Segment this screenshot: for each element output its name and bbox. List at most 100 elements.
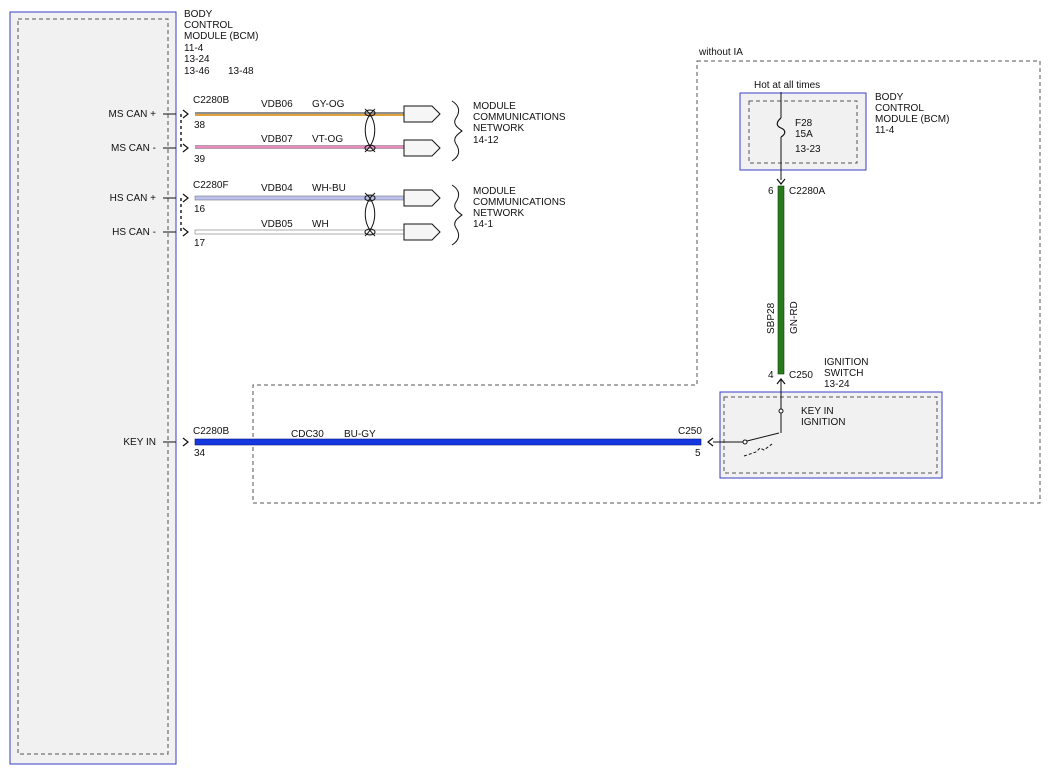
ms-can-minus-connector-end [403,139,441,157]
pin-5: 5 [695,448,701,459]
wire-cdc30 [194,438,702,446]
svg-text:11-4: 11-4 [184,43,204,54]
ms-network-brace [451,100,463,162]
pin-label-key-in: KEY IN [123,437,156,448]
pin-38: 38 [194,120,206,131]
pin-label-ms-can-plus: MS CAN + [108,109,156,120]
hs-can-twist [364,192,376,237]
pin-label-hs-can-plus: HS CAN + [110,193,157,204]
svg-text:BODY: BODY [184,9,213,20]
svg-text:COMMUNICATIONS: COMMUNICATIONS [473,197,566,208]
connector-c250-left: C250 [678,426,702,437]
pin-6: 6 [768,186,774,197]
pin-label-ms-can-minus: MS CAN - [111,143,156,154]
switch-actuator [743,443,773,457]
circuit-cdc30: CDC30 [291,429,324,440]
svg-text:14-1: 14-1 [473,219,493,230]
pin-4: 4 [768,370,774,381]
fuse-ref: 13-23 [795,144,821,155]
pin-39: 39 [194,154,206,165]
svg-text:MODULE (BCM): MODULE (BCM) [184,31,258,42]
color-vt-og: VT-OG [312,134,343,145]
svg-text:13-48: 13-48 [228,66,254,77]
pin-34: 34 [194,448,206,459]
svg-text:BODY: BODY [875,92,904,103]
svg-text:13-46: 13-46 [184,66,210,77]
circuit-vdb04: VDB04 [261,183,293,194]
key-in-ignition-label: KEY IN IGNITION [801,406,845,428]
pin-label-hs-can-minus: HS CAN - [112,227,156,238]
hs-network-label: MODULE COMMUNICATIONS NETWORK 14-1 [473,186,566,230]
svg-text:SWITCH: SWITCH [824,368,863,379]
svg-text:COMMUNICATIONS: COMMUNICATIONS [473,112,566,123]
fuse-icon [776,117,786,138]
wire-vdb07 [195,145,404,149]
svg-text:NETWORK: NETWORK [473,208,524,219]
connector-c2280b-ms: C2280B [193,95,229,106]
bcm-right-module [739,92,867,171]
connector-arrow-17 [182,227,189,237]
color-gy-og: GY-OG [312,99,345,110]
svg-text:MODULE: MODULE [473,101,516,112]
ignition-switch-module [719,391,943,479]
switch-contact-left [742,439,748,445]
color-gn-rd: GN-RD [789,301,800,334]
svg-text:MODULE (BCM): MODULE (BCM) [875,114,949,125]
svg-text:14-12: 14-12 [473,135,499,146]
connector-arrow-c250 [707,437,714,447]
ignition-switch-inner-dashed [723,396,938,474]
without-ia-label: without IA [698,47,743,58]
circuit-sbp28: SBP28 [766,302,777,334]
fuse-rating: 15A [795,129,813,140]
wire-vdb04 [194,195,405,201]
ms-can-plus-connector-end [403,105,441,123]
fuse-name: F28 [795,118,813,129]
connector-arrow-c250-ignition [776,378,786,385]
bcm-right-title: BODY CONTROL MODULE (BCM) 11-4 [875,92,949,136]
hs-network-brace [451,184,463,246]
svg-text:IGNITION: IGNITION [801,417,845,428]
hot-at-all-times: Hot at all times [754,80,820,91]
bcm-right-inner-dashed [748,100,858,164]
color-bu-gy: BU-GY [344,429,376,440]
ms-network-label: MODULE COMMUNICATIONS NETWORK 14-12 [473,101,566,146]
switch-blade [746,432,780,442]
connector-arrow-38 [182,109,189,119]
connector-c2280a: C2280A [789,186,825,197]
wire-vdb06 [195,112,404,116]
connector-arrow-16 [182,193,189,203]
pin-17: 17 [194,238,206,249]
svg-text:IGNITION: IGNITION [824,357,868,368]
connector-c2280f: C2280F [193,180,229,191]
connector-c2280b-key: C2280B [193,426,229,437]
color-wh-bu: WH-BU [312,183,346,194]
without-ia-region [252,60,1041,504]
bcm-left-module [9,11,177,765]
wire-sbp28 [777,185,785,375]
connector-arrow-c2280a [776,178,786,185]
ignition-switch-title: IGNITION SWITCH 13-24 [824,357,868,390]
pin-16: 16 [194,204,206,215]
svg-text:13-24: 13-24 [824,379,850,390]
connector-arrow-34 [182,437,189,447]
svg-text:13-24: 13-24 [184,54,210,65]
svg-text:CONTROL: CONTROL [875,103,924,114]
bcm-left-inner-dashed [17,18,169,755]
bcm-left-title: BODY CONTROL MODULE (BCM) 11-4 13-24 13-… [184,9,258,77]
color-wh: WH [312,219,329,230]
circuit-vdb06: VDB06 [261,99,293,110]
connector-arrow-39 [182,143,189,153]
hs-can-plus-connector-end [403,189,441,207]
svg-text:MODULE: MODULE [473,186,516,197]
circuit-vdb05: VDB05 [261,219,293,230]
hs-can-minus-connector-end [403,223,441,241]
svg-text:KEY IN: KEY IN [801,406,834,417]
svg-text:NETWORK: NETWORK [473,123,524,134]
switch-contact-top [778,408,784,414]
circuit-vdb07: VDB07 [261,134,293,145]
connector-c250-right: C250 [789,370,813,381]
svg-text:11-4: 11-4 [875,125,895,136]
ms-can-twist [364,108,376,153]
svg-text:CONTROL: CONTROL [184,20,233,31]
